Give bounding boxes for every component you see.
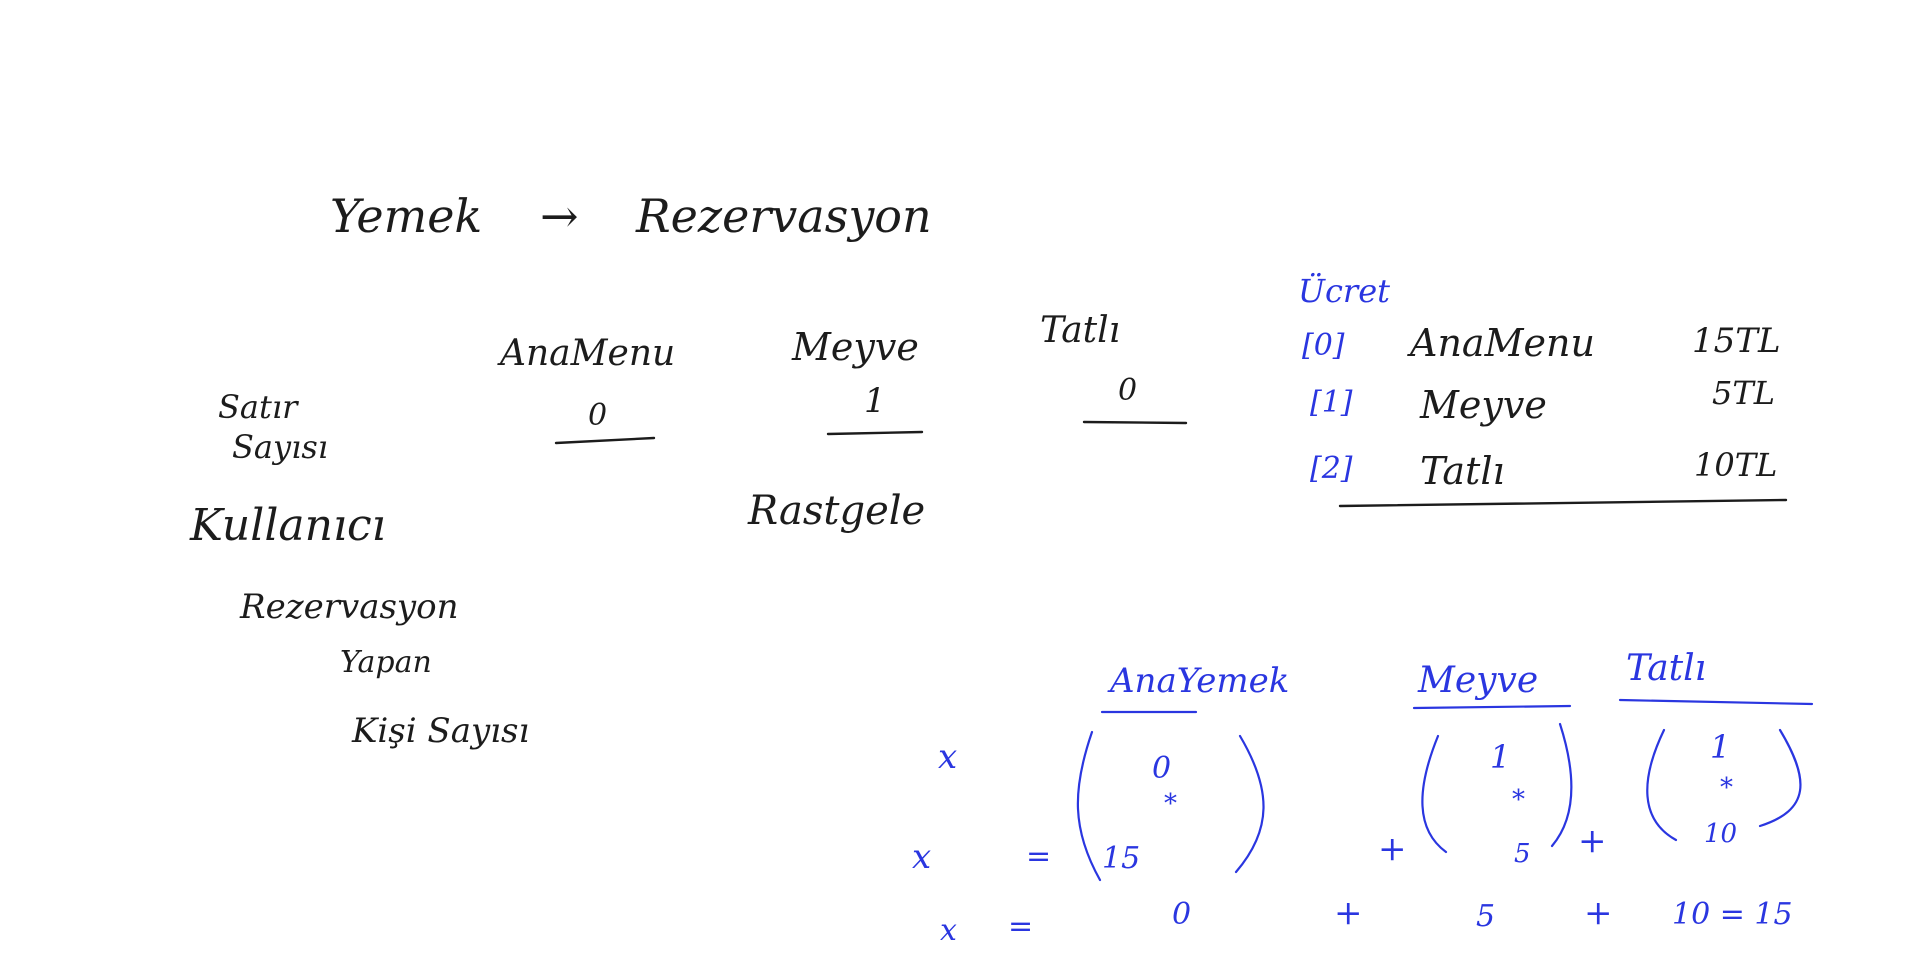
column-header-meyve: Meyve bbox=[791, 325, 919, 369]
calc-eq-line3: = bbox=[1008, 909, 1033, 944]
calc-underline-tatli bbox=[1618, 698, 1814, 706]
random-label: Rastgele bbox=[747, 488, 925, 534]
title-right: Rezervasyon bbox=[635, 189, 932, 243]
result-term-1: 5 bbox=[1476, 899, 1495, 934]
matrix1-top: 0 bbox=[1152, 751, 1171, 786]
row-label-line1: Satır bbox=[218, 388, 299, 426]
action-kisi-sayisi: Kişi Sayısı bbox=[351, 711, 529, 751]
price-index-0: [0] bbox=[1302, 328, 1345, 363]
title-left: Yemek bbox=[330, 189, 482, 243]
action-yapan: Yapan bbox=[340, 645, 432, 680]
calc-var-line3: x bbox=[940, 913, 957, 948]
matrix3-right-bracket bbox=[1758, 728, 1802, 828]
price-item-anamenu: AnaMenu bbox=[1407, 321, 1595, 365]
calc-header-tatli: Tatlı bbox=[1626, 648, 1706, 689]
matrix1-mid: * bbox=[1164, 789, 1177, 819]
user-label: Kullanıcı bbox=[189, 500, 386, 551]
matrix1-left-bracket bbox=[1076, 730, 1102, 882]
column-header-anamenu: AnaMenu bbox=[497, 333, 675, 374]
calc-var-line1: x bbox=[938, 737, 957, 777]
value-anamenu: 0 bbox=[588, 398, 607, 433]
row-label-line2: Sayısı bbox=[232, 428, 328, 466]
underline-meyve bbox=[826, 430, 924, 436]
price-index-1: [1] bbox=[1310, 385, 1353, 420]
price-header: Ücret bbox=[1298, 272, 1390, 310]
column-header-tatli: Tatlı bbox=[1040, 310, 1120, 351]
result-plus-2: + bbox=[1584, 893, 1613, 933]
calc-underline-meyve bbox=[1412, 704, 1572, 710]
matrix1-bottom: 15 bbox=[1102, 841, 1140, 876]
matrix2-right-bracket bbox=[1550, 722, 1573, 848]
result-term-0: 0 bbox=[1172, 897, 1191, 932]
matrix2-bottom: 5 bbox=[1514, 839, 1531, 869]
matrix3-top: 1 bbox=[1710, 728, 1730, 766]
result-plus-1: + bbox=[1334, 893, 1363, 933]
calc-var-line2: x bbox=[912, 837, 931, 877]
value-meyve: 1 bbox=[864, 381, 886, 421]
calc-plus-2: + bbox=[1578, 821, 1607, 861]
matrix2-left-bracket bbox=[1421, 734, 1448, 854]
value-tatli: 0 bbox=[1118, 373, 1137, 408]
price-value-anamenu: 15TL bbox=[1692, 321, 1781, 361]
matrix3-bottom: 10 bbox=[1704, 819, 1737, 849]
underline-tatli bbox=[1082, 420, 1188, 425]
matrix3-mid: * bbox=[1720, 773, 1733, 803]
matrix2-top: 1 bbox=[1490, 738, 1510, 776]
price-value-meyve: 5TL bbox=[1712, 374, 1775, 412]
calc-eq-line2: = bbox=[1026, 839, 1051, 874]
price-table-underline bbox=[1338, 498, 1788, 508]
matrix2-mid: * bbox=[1512, 785, 1525, 815]
matrix1-right-bracket bbox=[1234, 734, 1265, 874]
price-index-2: [2] bbox=[1310, 451, 1353, 486]
action-rezervasyon: Rezervasyon bbox=[239, 587, 459, 627]
calc-header-meyve: Meyve bbox=[1417, 660, 1538, 701]
calc-header-anayemek: AnaYemek bbox=[1107, 661, 1289, 701]
price-item-meyve: Meyve bbox=[1419, 383, 1547, 427]
matrix3-left-bracket bbox=[1646, 728, 1678, 842]
calc-plus-1: + bbox=[1378, 829, 1407, 869]
result-term-2: 10 = 15 bbox=[1672, 897, 1793, 932]
price-item-tatli: Tatlı bbox=[1420, 449, 1505, 493]
price-value-tatli: 10TL bbox=[1694, 446, 1777, 484]
title-arrow: → bbox=[540, 189, 579, 243]
underline-anamenu bbox=[554, 436, 656, 445]
